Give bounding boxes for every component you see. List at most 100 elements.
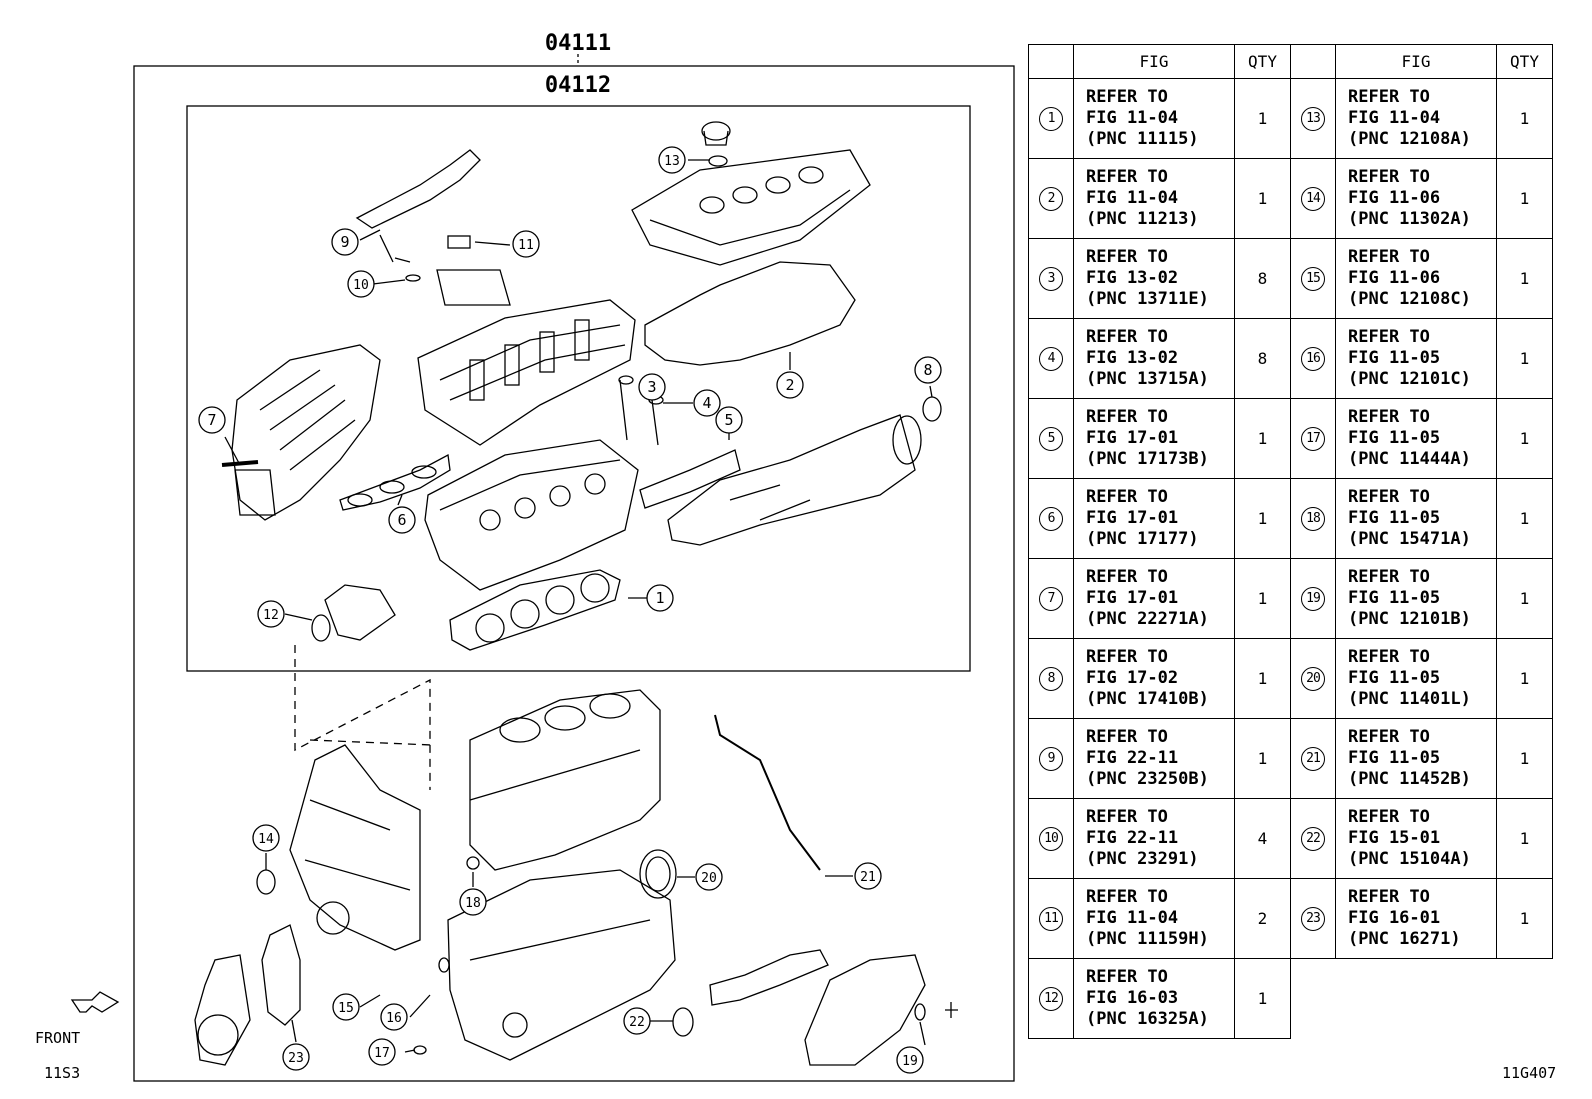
quantity: 1: [1234, 478, 1291, 559]
valve-cover-part: [631, 121, 871, 266]
fig-refer: REFER TO: [1086, 567, 1168, 587]
ref-number: 5: [1028, 398, 1074, 479]
fig-fig: FIG 16-01: [1348, 908, 1441, 928]
fig-refer: REFER TO: [1348, 87, 1430, 107]
fig-pnc: (PNC 11401L): [1348, 689, 1471, 709]
ref-number: 18: [1290, 478, 1336, 559]
intake-gasket-part: [339, 453, 451, 511]
ref-number-badge: 7: [1039, 586, 1063, 611]
bottom-left-code: 11S3: [44, 1064, 81, 1082]
callout-circle: [332, 993, 360, 1021]
outer-assembly-frame: [133, 65, 1015, 1082]
header-fig-left: FIG: [1073, 44, 1235, 79]
cylinder-block-part: [469, 689, 661, 871]
fig-fig: FIG 11-06: [1348, 188, 1441, 208]
fig-refer: REFER TO: [1086, 727, 1168, 747]
ref-number-badge: 2: [1039, 186, 1063, 211]
quantity: 4: [1234, 798, 1291, 879]
fig-fig: FIG 11-05: [1348, 508, 1441, 528]
callout-number: 12: [263, 608, 279, 623]
ref-number: 7: [1028, 558, 1074, 639]
callout-number: 23: [288, 1051, 304, 1066]
quantity: 1: [1234, 718, 1291, 799]
ref-number: 4: [1028, 318, 1074, 399]
fig-refer: REFER TO: [1348, 727, 1430, 747]
fig-fig: FIG 11-06: [1348, 268, 1441, 288]
callout-number: 11: [518, 238, 534, 253]
quantity: 1: [1496, 638, 1553, 719]
callout-number: 6: [397, 511, 406, 529]
callout-number: 19: [902, 1054, 918, 1069]
exhaust-gasket-part: [639, 449, 741, 509]
callout-circle: [715, 406, 743, 434]
ref-number: 3: [1028, 238, 1074, 319]
quantity: 1: [1496, 878, 1553, 959]
callout-circle: [380, 1003, 408, 1031]
fig-pnc: (PNC 11444A): [1348, 449, 1471, 469]
header-qty-left: QTY: [1234, 44, 1291, 79]
callout-number: 3: [647, 378, 656, 396]
ref-number-badge: 16: [1301, 346, 1325, 371]
ref-number-badge: 4: [1039, 346, 1063, 371]
fig-refer: REFER TO: [1086, 407, 1168, 427]
fig-refer: REFER TO: [1348, 247, 1430, 267]
fig-fig: FIG 16-03: [1086, 988, 1179, 1008]
fig-refer: REFER TO: [1348, 167, 1430, 187]
callout-number: 1: [655, 589, 664, 607]
fig-fig: FIG 11-05: [1348, 668, 1441, 688]
fig-pnc: (PNC 11213): [1086, 209, 1199, 229]
ref-number-badge: 18: [1301, 506, 1325, 531]
ref-number: 22: [1290, 798, 1336, 879]
fig-fig: FIG 11-05: [1348, 428, 1441, 448]
ref-number: 16: [1290, 318, 1336, 399]
callout-circle: [459, 888, 487, 916]
callout-number: 16: [386, 1011, 402, 1026]
ref-number-badge: 13: [1301, 106, 1325, 131]
ref-number: 2: [1028, 158, 1074, 239]
callout-number: 7: [207, 411, 216, 429]
crankcase-part: [447, 869, 676, 1061]
ref-number-badge: 1: [1039, 106, 1063, 131]
ref-number-badge: 8: [1039, 666, 1063, 691]
quantity: 8: [1234, 238, 1291, 319]
fig-pnc: (PNC 11115): [1086, 129, 1199, 149]
ref-number-badge: 11: [1039, 906, 1063, 931]
callout-circle: [388, 506, 416, 534]
callout-circle: [646, 584, 674, 612]
fig-fig: FIG 13-02: [1086, 268, 1179, 288]
fig-pnc: (PNC 17177): [1086, 529, 1199, 549]
fig-fig: FIG 17-02: [1086, 668, 1179, 688]
fig-refer: REFER TO: [1348, 327, 1430, 347]
ref-number: 23: [1290, 878, 1336, 959]
intake-manifold-part: [231, 344, 381, 521]
quantity: 1: [1496, 558, 1553, 639]
timing-chain-part: [261, 924, 301, 1026]
quantity: 1: [1234, 558, 1291, 639]
quantity: 2: [1234, 878, 1291, 959]
ref-number-badge: 23: [1301, 906, 1325, 931]
fig-fig: FIG 11-04: [1348, 108, 1441, 128]
callout-circle: [914, 356, 942, 384]
callout-number: 8: [923, 361, 932, 379]
quantity: 1: [1496, 398, 1553, 479]
callout-circle: [198, 406, 226, 434]
ref-number: 8: [1028, 638, 1074, 719]
callout-circle: [512, 230, 540, 258]
callout-circle: [623, 1007, 651, 1035]
fig-refer: REFER TO: [1348, 567, 1430, 587]
fig-pnc: (PNC 17173B): [1086, 449, 1209, 469]
